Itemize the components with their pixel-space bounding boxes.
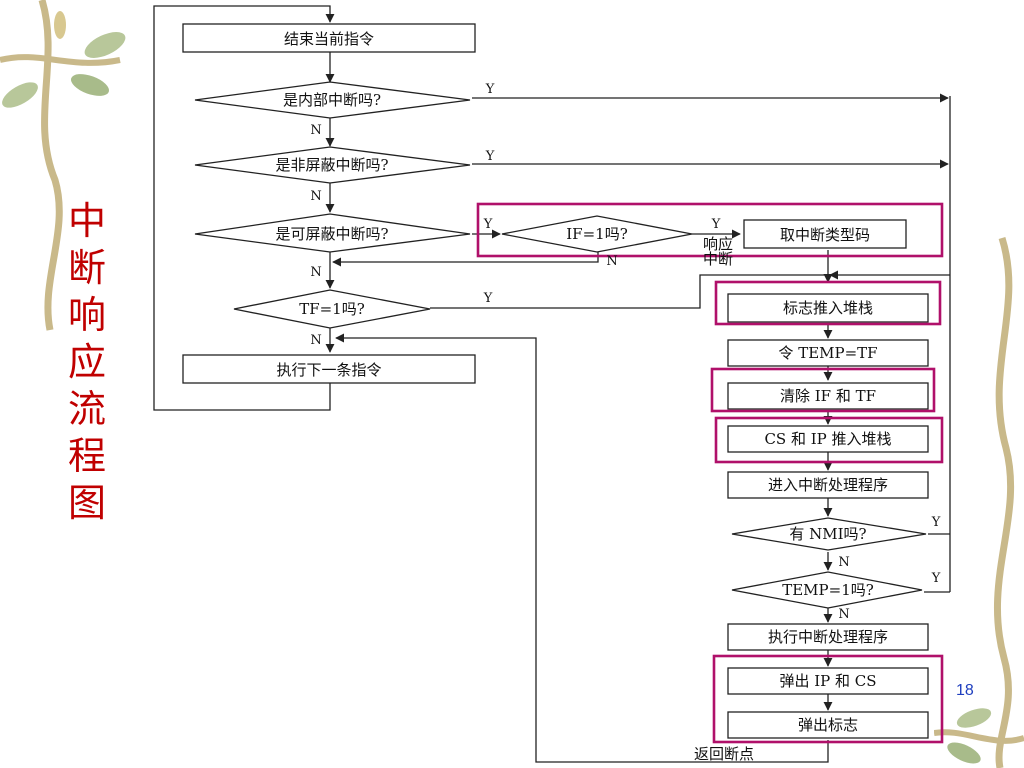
left-vine-decoration [0,0,126,331]
label-end-current: 结束当前指令 [284,30,374,48]
label-yes-if: Y [711,217,721,232]
label-temp-tf: 令 TEMP=TF [778,344,877,362]
label-maskable-q: 是可屏蔽中断吗? [275,225,388,243]
highlight-push-flags [714,280,942,326]
label-push-flags: 标志推入堆栈 [783,299,873,317]
label-no-nmi-pending: N [838,555,849,570]
label-yes-nmi: Y [485,149,495,164]
label-respond-2: 中断 [703,250,733,268]
label-temp-q: TEMP=1吗? [782,581,874,599]
label-respond-1: 响应 [703,235,733,253]
label-no-temp: N [838,607,849,622]
node-maskable-diamond [194,213,471,253]
node-run-isr-box [727,623,929,651]
label-get-type: 取中断类型码 [780,226,870,244]
title-char: 响 [67,293,106,337]
title-char: 程 [67,434,106,478]
node-internal-diamond [194,81,471,119]
label-push-cs-ip: CS 和 IP 推入堆栈 [764,430,891,448]
label-if-q: IF=1吗? [566,225,628,243]
label-tf-q: TF=1吗? [299,300,365,318]
label-pop-flags: 弹出标志 [798,716,858,734]
node-temp-diamond [731,571,923,609]
node-tf-diamond [233,289,431,329]
label-run-isr: 执行中断处理程序 [768,628,888,646]
node-nmi-diamond [194,146,471,184]
label-no-tf: N [310,333,321,348]
label-yes-maskable: Y [483,217,493,232]
label-pop-ip-cs: 弹出 IP 和 CS [779,672,876,690]
highlight-push-cs-ip [714,416,944,464]
title-char: 断 [67,246,106,290]
node-clear-if-tf-box [727,382,929,410]
slide-title: 中 断 响 应 流 程 图 [62,198,112,527]
node-if-diamond [501,215,693,253]
highlight-if-check [476,202,944,258]
node-pop-flags-box [727,711,929,739]
node-temp-tf-box [727,339,929,367]
node-end-current-box [182,23,476,53]
label-no-if: N [606,254,617,269]
label-yes-nmi-pending: Y [931,515,941,530]
label-no-nmi: N [310,189,321,204]
title-char: 流 [67,387,106,431]
node-nmi-pending-diamond [731,517,927,551]
title-char: 图 [67,481,106,525]
label-no-maskable: N [310,265,321,280]
label-yes-internal: Y [485,82,495,97]
node-get-type-box [743,219,907,249]
title-char: 中 [67,199,106,243]
page-number: 18 [956,682,974,699]
highlight-clear-if-tf [710,367,936,413]
highlight-pop [712,654,944,744]
node-next-instr-box [182,354,476,384]
label-yes-temp: Y [931,571,941,586]
label-clear-if-tf: 清除 IF 和 TF [780,387,876,405]
label-enter-isr: 进入中断处理程序 [768,476,888,494]
title-char: 应 [67,340,106,384]
node-push-flags-box [727,293,929,323]
node-enter-isr-box [727,471,929,499]
label-no-internal: N [310,123,321,138]
label-internal-q: 是内部中断吗? [283,91,381,109]
label-return: 返回断点 [694,745,754,763]
label-yes-tf: Y [483,291,493,306]
node-pop-ip-cs-box [727,667,929,695]
label-next-instr: 执行下一条指令 [276,361,381,379]
label-nmi-q: 是非屏蔽中断吗? [275,156,388,174]
node-push-cs-ip-box [727,425,929,453]
label-nmi-pending-q: 有 NMI吗? [789,525,866,543]
